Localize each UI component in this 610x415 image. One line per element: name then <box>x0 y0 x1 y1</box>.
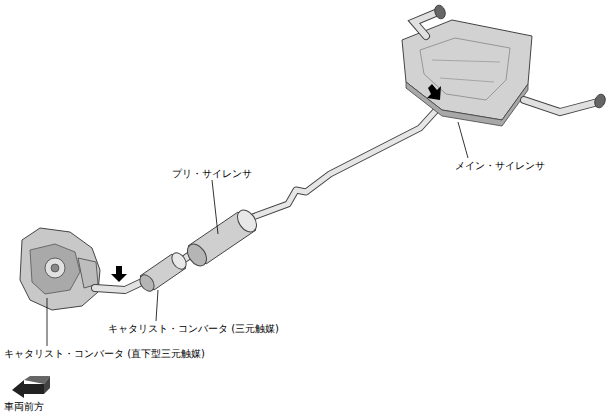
exhaust-pipe <box>95 100 452 290</box>
main-silencer <box>402 4 607 126</box>
pre-silencer <box>184 207 261 270</box>
joint-arrow <box>427 84 441 100</box>
part-label: 車両前方 <box>3 401 45 413</box>
leader-line <box>47 122 468 346</box>
part-label: キャタリスト・コンバータ (三元触媒) <box>107 323 280 335</box>
engine-block <box>20 228 100 310</box>
joint-arrow <box>111 266 127 282</box>
part-label: プリ・サイレンサ <box>171 168 253 180</box>
front-arrow-icon <box>12 376 50 398</box>
part-label: メイン・サイレンサ <box>454 160 546 172</box>
part-label: キャタリスト・コンバータ (直下型三元触媒) <box>3 348 206 360</box>
catalytic-converter <box>137 250 189 294</box>
